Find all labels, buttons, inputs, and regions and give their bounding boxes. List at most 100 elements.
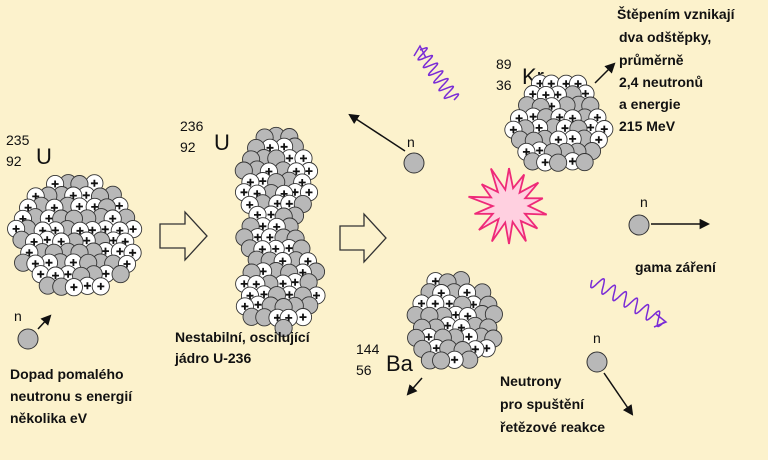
proton-plus-sign <box>82 191 90 199</box>
proton-plus-sign <box>299 269 307 277</box>
proton-plus-sign <box>45 215 53 222</box>
proton-plus-sign <box>259 267 267 275</box>
emitted-neutron-3-label: n <box>593 330 601 346</box>
neutron <box>274 318 293 338</box>
proton-plus-sign <box>280 143 288 151</box>
proton-plus-sign <box>593 114 601 121</box>
caption-unstable: Nestabilní, oscilující jádro U-236 <box>174 329 313 366</box>
proton-plus-sign <box>254 301 262 309</box>
proton-plus-sign <box>291 278 299 286</box>
proton-plus-sign <box>253 190 261 198</box>
caption-impact: Dopad pomalého neutronu s energií několi… <box>10 366 136 426</box>
proton-plus-sign <box>432 344 440 352</box>
proton-plus-sign <box>260 290 268 298</box>
proton-plus-sign <box>64 270 72 278</box>
proton-plus-sign <box>129 249 137 257</box>
kr-atomic-number: 36 <box>496 77 512 93</box>
proton-plus-sign <box>471 345 479 353</box>
uranium-236-label: 236 92 U <box>180 118 230 155</box>
proton-plus-sign <box>24 204 32 212</box>
energy-flash <box>468 167 548 245</box>
proton-plus-sign <box>285 200 293 208</box>
caption-chain: Neutrony pro spuštění řetězové reakce <box>500 373 605 435</box>
proton-plus-sign <box>129 225 137 233</box>
proton-plus-sign <box>83 282 91 290</box>
emitted-neutron-3-arrow <box>603 372 634 416</box>
proton-plus-sign <box>554 136 562 144</box>
process-arrow-2 <box>339 212 387 264</box>
emitted-neutron-1 <box>403 152 425 174</box>
proton-plus-sign <box>51 180 59 188</box>
proton-plus-sign <box>241 302 249 310</box>
proton-plus-sign <box>102 247 109 255</box>
proton-plus-sign <box>432 277 439 285</box>
krypton-nucleus <box>504 74 614 172</box>
proton-plus-sign <box>252 280 260 288</box>
proton-plus-sign <box>547 80 555 88</box>
proton-plus-sign <box>464 312 472 320</box>
proton-plus-sign <box>300 154 307 162</box>
proton-plus-sign <box>57 238 65 246</box>
proton-plus-sign <box>240 280 248 288</box>
proton-plus-sign <box>88 226 96 234</box>
proton-plus-sign <box>259 177 267 185</box>
emitted-neutron-2-label: n <box>640 194 648 210</box>
proton-plus-sign <box>266 233 274 241</box>
proton-plus-sign <box>12 225 20 233</box>
neutron <box>575 153 594 172</box>
proton-plus-sign <box>529 90 537 98</box>
proton-plus-sign <box>418 300 425 307</box>
barium-arrow <box>406 377 423 396</box>
emitted-neutron-1-label: n <box>407 134 415 150</box>
proton-plus-sign <box>43 236 51 244</box>
proton-plus-sign <box>240 188 248 196</box>
neutron <box>432 351 451 370</box>
proton-plus-sign <box>102 270 110 278</box>
barium-label: 144 56 Ba <box>356 341 414 378</box>
incoming-neutron-label: n <box>14 308 22 324</box>
proton-plus-sign <box>305 188 313 196</box>
proton-plus-sign <box>286 154 294 162</box>
proton-plus-sign <box>285 244 293 252</box>
proton-plus-sign <box>561 124 569 132</box>
uranium-236-nucleus <box>234 126 326 338</box>
proton-plus-sign <box>285 314 293 322</box>
ba-atomic-number: 56 <box>356 362 372 378</box>
proton-plus-sign <box>542 91 550 99</box>
proton-plus-sign <box>554 91 562 99</box>
u235-atomic-number: 92 <box>6 153 22 169</box>
barium-nucleus <box>406 271 503 370</box>
u236-symbol: U <box>214 130 230 155</box>
proton-plus-sign <box>254 233 262 241</box>
proton-plus-sign <box>50 204 58 212</box>
proton-plus-sign <box>437 289 445 297</box>
gamma-wave-top-arrowhead <box>413 44 427 59</box>
proton-plus-sign <box>121 238 129 246</box>
proton-plus-sign <box>272 245 280 253</box>
proton-plus-sign <box>279 257 287 265</box>
gamma-wave-top <box>417 47 460 101</box>
proton-plus-sign <box>254 211 261 219</box>
proton-plus-sign <box>97 282 105 290</box>
ba-symbol: Ba <box>386 351 414 376</box>
proton-plus-sign <box>536 147 544 154</box>
proton-plus-sign <box>569 114 577 122</box>
proton-plus-sign <box>69 259 77 266</box>
proton-plus-sign <box>109 215 117 223</box>
proton-plus-sign <box>83 237 91 245</box>
proton-plus-sign <box>515 114 523 122</box>
ba-mass-number: 144 <box>356 341 380 357</box>
proton-plus-sign <box>116 247 124 255</box>
proton-plus-sign <box>509 126 517 134</box>
incoming-neutron-arrow <box>37 314 52 330</box>
proton-plus-sign <box>123 260 131 268</box>
neutron <box>111 265 130 284</box>
gamma-wave-bottom <box>590 278 665 328</box>
emitted-neutron-2 <box>628 214 650 236</box>
proton-plus-sign <box>299 313 307 321</box>
proton-plus-sign <box>246 201 254 209</box>
proton-plus-sign <box>273 223 281 231</box>
proton-plus-sign <box>258 245 266 253</box>
proton-plus-sign <box>529 113 537 121</box>
